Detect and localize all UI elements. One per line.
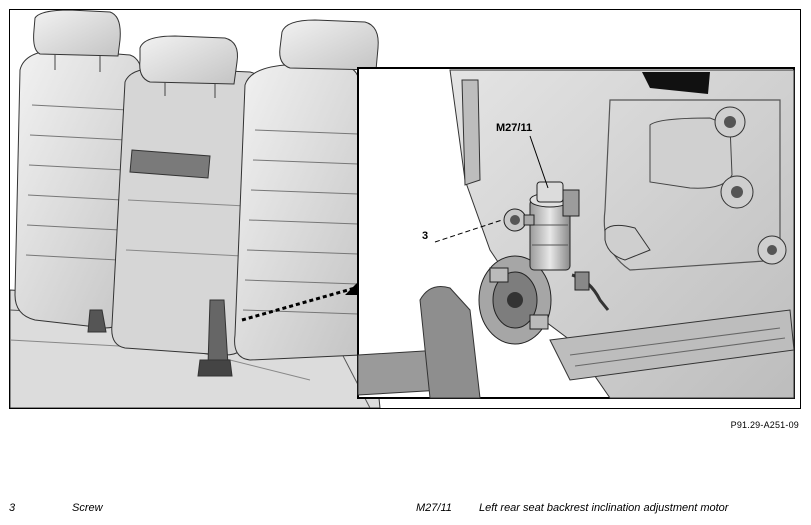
callout-screw-label: 3 (422, 230, 428, 242)
seat-illustration: M27/11 3 (10, 10, 795, 408)
motor-gear-housing (478, 255, 552, 345)
motor-leader-line (529, 135, 549, 189)
screw (503, 208, 535, 232)
legend-desc-screw: Screw (72, 502, 103, 514)
figure-id: P91.29-A251-09 (730, 420, 799, 430)
backrest-adjustment-motor (529, 181, 580, 271)
detail-inset: M27/11 3 (357, 67, 795, 399)
screw-leader-line (434, 219, 503, 243)
rear-bench-seat (10, 10, 381, 408)
legend-code-motor: M27/11 (416, 502, 452, 514)
figure-frame: M27/11 3 (9, 9, 801, 409)
legend-code-screw: 3 (9, 502, 16, 514)
legend-desc-motor: Left rear seat backrest inclination adju… (479, 502, 729, 514)
callout-motor-label: M27/11 (496, 122, 532, 134)
